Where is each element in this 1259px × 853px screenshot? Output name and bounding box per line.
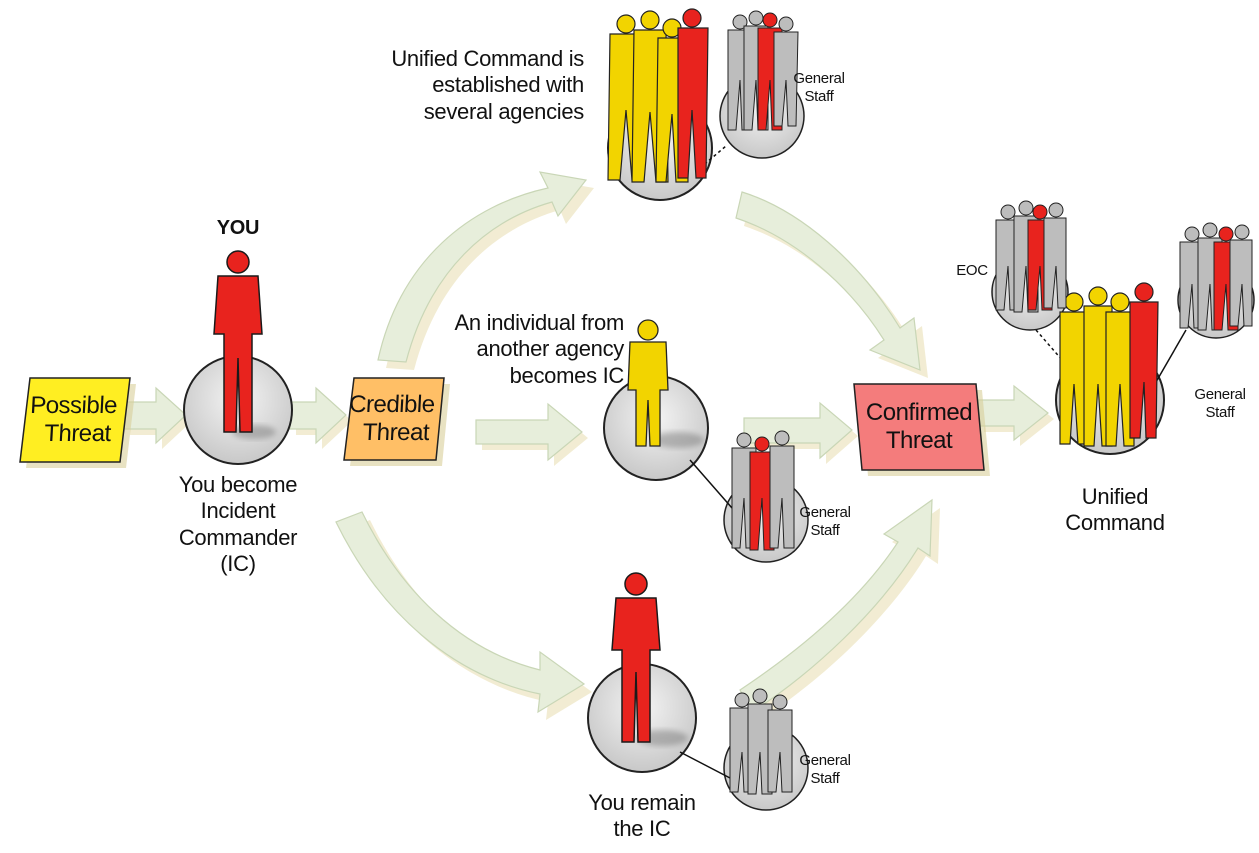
threat-boxes — [19, 377, 990, 476]
possible-threat-label: Possible Threat — [27, 392, 119, 447]
general-staff-right-label: General Staff — [1194, 386, 1246, 421]
flow-arrow-icon — [335, 511, 586, 714]
eoc-label: EOC — [956, 262, 988, 279]
group-of-people-icon — [1059, 282, 1159, 447]
you-remain-ic-label: You remain the IC — [588, 790, 696, 842]
individual-other-agency-label: An individual from another agency become… — [454, 310, 625, 388]
group-of-people-icon — [731, 430, 795, 551]
general-staff-bottom-label: General Staff — [799, 752, 851, 787]
credible-threat-label: Credible Threat — [347, 391, 437, 446]
flow-arrow-icon — [377, 171, 588, 363]
flow-arrow-icon — [289, 386, 347, 445]
group-of-people-icon — [607, 8, 709, 183]
flow-arrows — [123, 171, 1054, 720]
credible-threat-box — [343, 377, 445, 461]
confirmed-threat-box — [853, 383, 985, 471]
general-staff-top-label: General Staff — [793, 70, 845, 105]
group-of-people-icon — [729, 688, 793, 795]
unified-command-label: Unified Command — [1065, 484, 1165, 536]
group-of-people-icon — [727, 10, 799, 131]
you-label: YOU — [216, 217, 260, 239]
group-of-people-icon — [1179, 222, 1253, 331]
flow-arrow-icon — [739, 498, 933, 713]
general-staff-mid-label: General Staff — [799, 504, 851, 539]
flow-arrow-icon — [735, 191, 921, 371]
unified-established-label: Unified Command is established with seve… — [391, 46, 584, 124]
confirmed-threat-label: Confirmed Threat — [865, 399, 973, 454]
standing-person-icon — [611, 572, 688, 746]
standing-person-icon — [213, 250, 276, 439]
people-figures — [213, 8, 1253, 795]
standing-person-icon — [627, 319, 704, 448]
group-of-people-icon — [995, 200, 1067, 313]
possible-threat-box — [19, 377, 131, 463]
you-become-ic-label: You become Incident Commander (IC) — [178, 472, 298, 577]
flow-arrow-icon — [475, 402, 583, 462]
